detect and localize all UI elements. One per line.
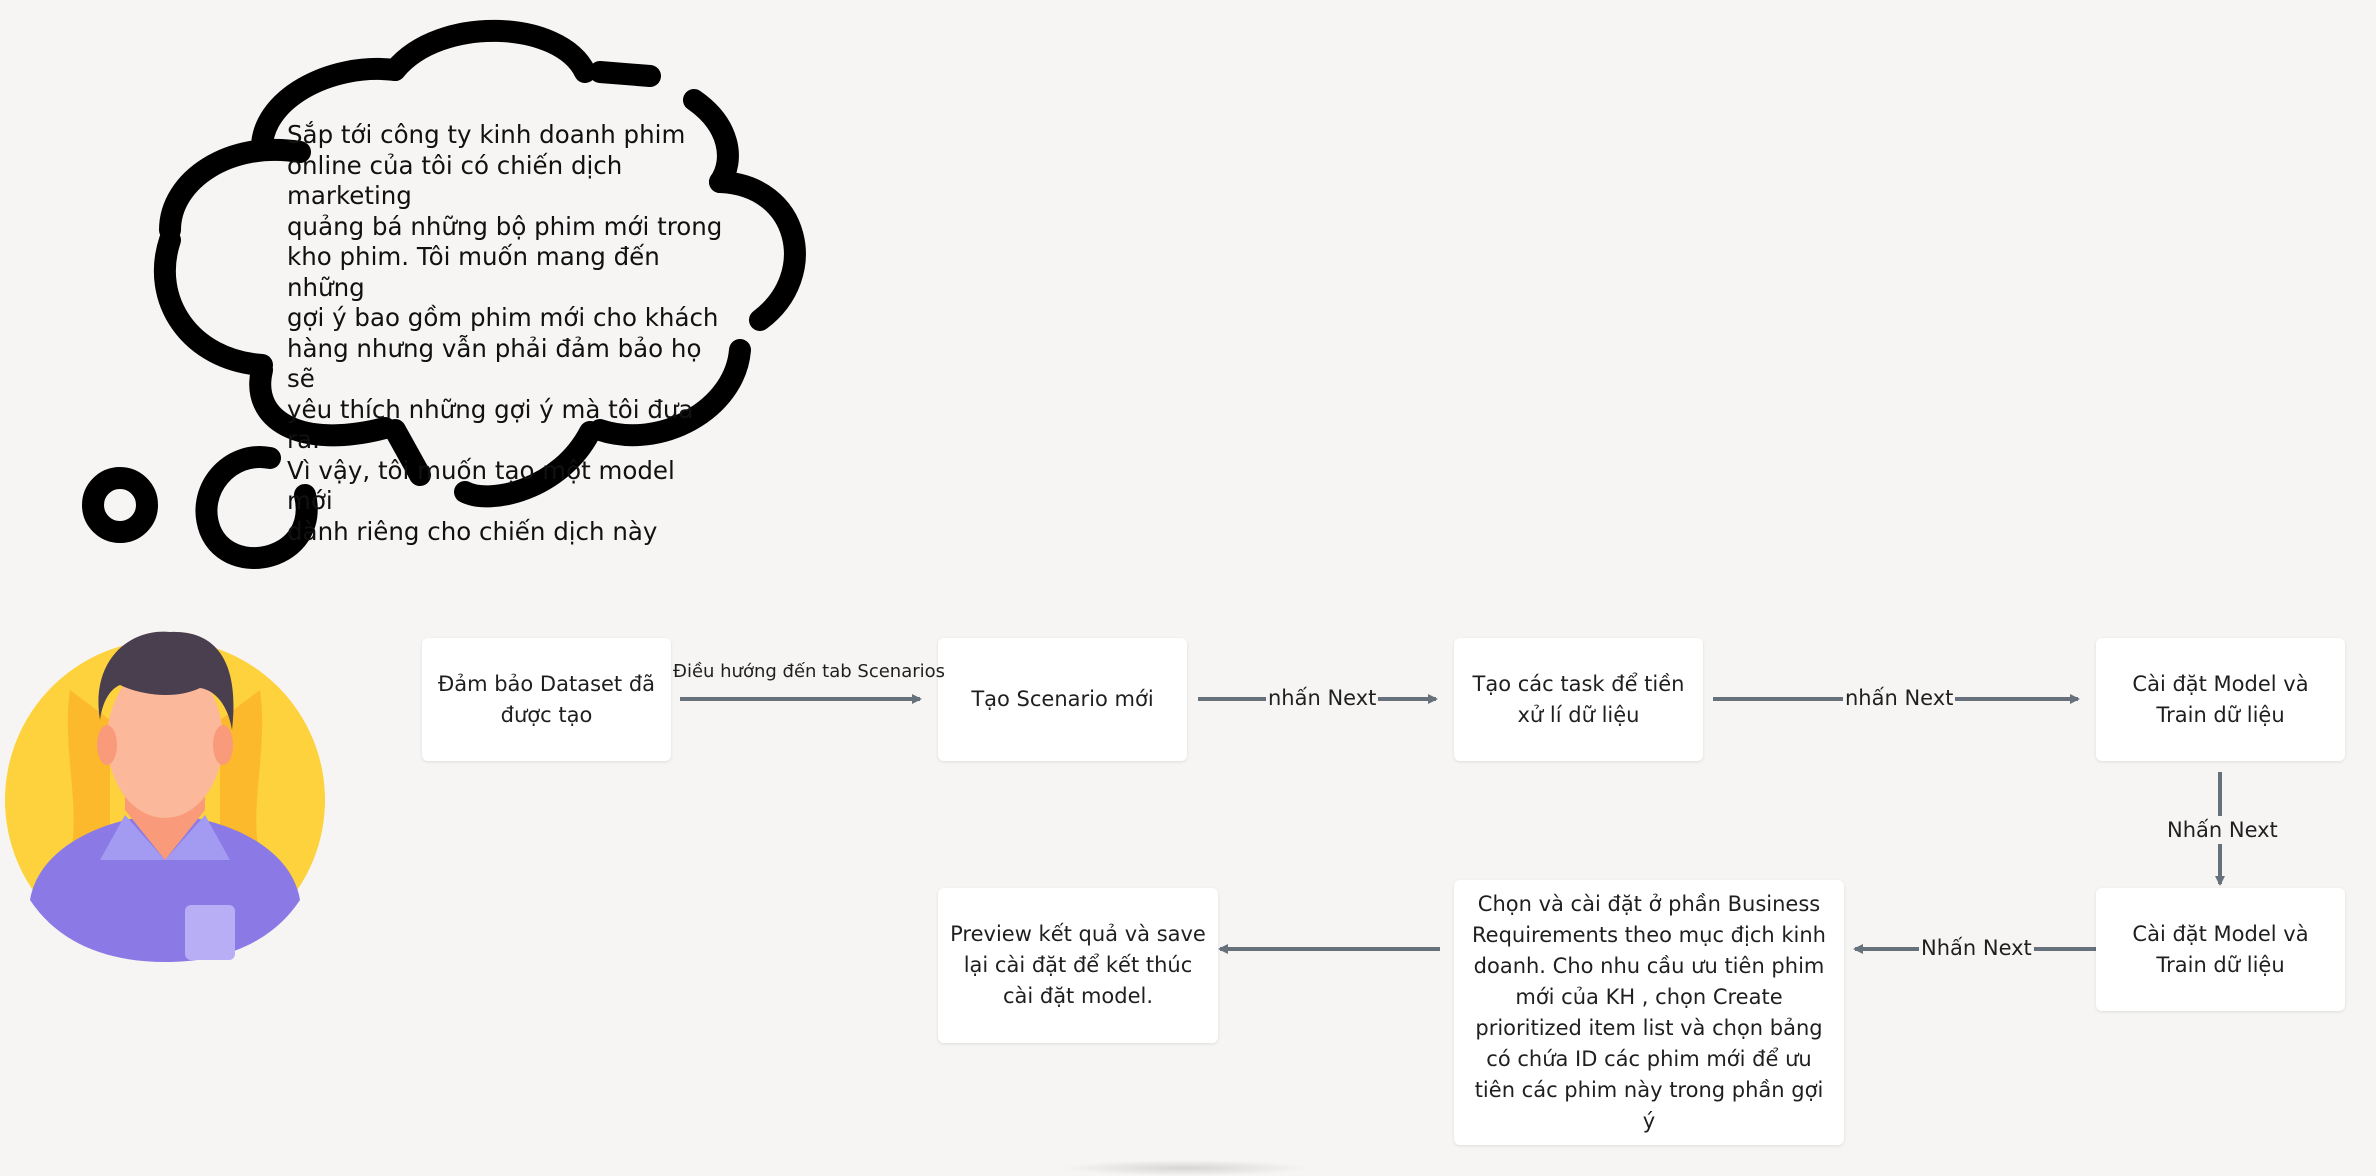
node-label: Cài đặt Model và Train dữ liệu: [2132, 671, 2309, 727]
node-label: Preview kết quả và save lại cài đặt để k…: [950, 922, 1206, 1008]
thought-bubble: [153, 19, 806, 508]
node-ensure-dataset[interactable]: Đảm bảo Dataset đã được tạo: [422, 638, 671, 761]
flow-arrows: [680, 694, 2225, 954]
node-business-requirements[interactable]: Chọn và cài đặt ở phần Business Requirem…: [1454, 880, 1844, 1145]
node-label: Tạo Scenario mới: [971, 687, 1154, 711]
node-preview-save[interactable]: Preview kết quả và save lại cài đặt để k…: [938, 888, 1218, 1043]
edge-label-to-scenarios: Điều hướng đến tab Scenarios: [673, 661, 946, 682]
node-label: Đảm bảo Dataset đã được tạo: [437, 671, 656, 727]
node-label: Cài đặt Model và Train dữ liệu: [2132, 921, 2309, 977]
edge-label-next-4: Nhấn Next: [1919, 936, 2034, 960]
node-train-model-2[interactable]: Cài đặt Model và Train dữ liệu: [2096, 888, 2345, 1011]
user-avatar-icon: [5, 631, 325, 962]
node-label: Chọn và cài đặt ở phần Business Requirem…: [1472, 891, 1826, 1133]
thought-text: Sắp tới công ty kinh doanh phim online c…: [287, 120, 723, 546]
node-train-model-1[interactable]: Cài đặt Model và Train dữ liệu: [2096, 638, 2345, 761]
edge-label-next-2: nhấn Next: [1843, 686, 1956, 710]
edge-label-next-3: Nhấn Next: [2165, 816, 2280, 844]
node-new-scenario[interactable]: Tạo Scenario mới: [938, 638, 1187, 761]
node-preprocess-tasks[interactable]: Tạo các task để tiền xử lí dữ liệu: [1454, 638, 1703, 761]
edge-label-next-1: nhấn Next: [1266, 686, 1379, 710]
bottom-shadow: [1060, 1160, 1310, 1176]
node-label: Tạo các task để tiền xử lí dữ liệu: [1472, 671, 1685, 727]
thought-dots: [82, 446, 318, 569]
